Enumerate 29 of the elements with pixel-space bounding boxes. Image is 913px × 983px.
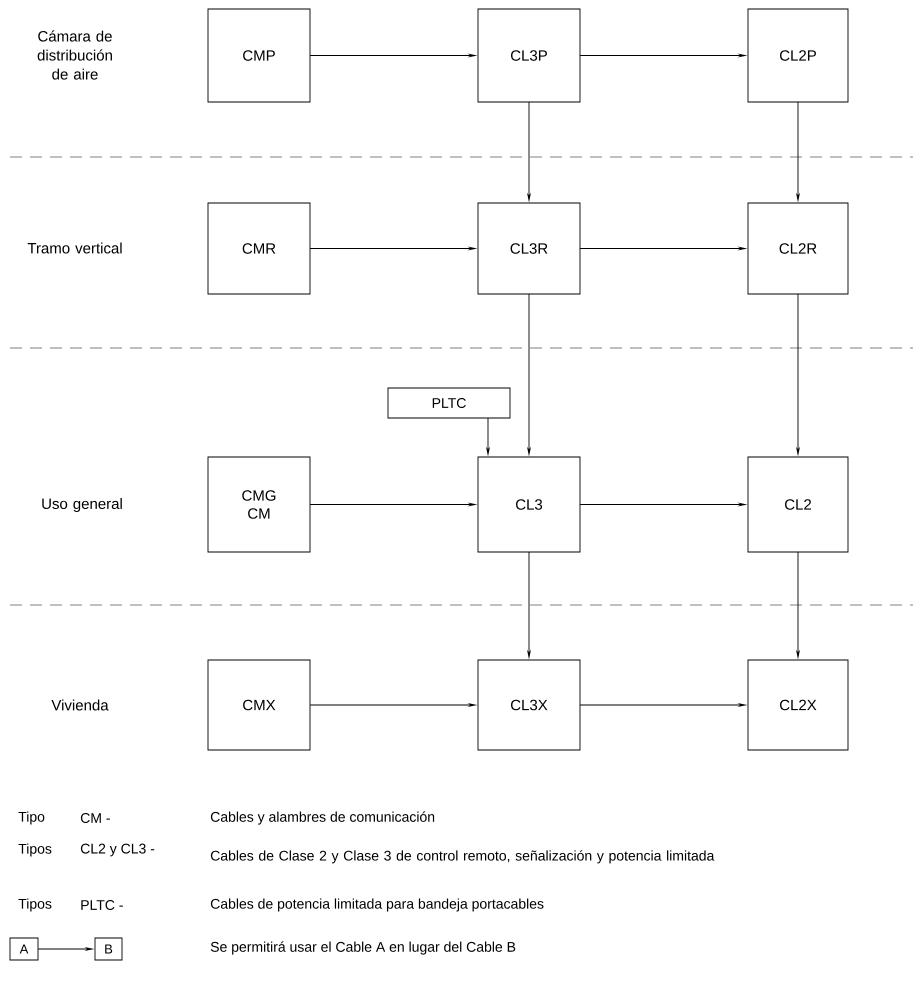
row-label: Uso general (42, 498, 122, 512)
cable-type-box: CMR (208, 202, 310, 294)
legend-description: Cables de Clase 2 y Clase 3 de control remoto, señalización y potencia limitada (210, 850, 714, 864)
legend-term: Tipos (18, 843, 52, 857)
cable-type-box: CL2R (748, 202, 848, 294)
legend-term: Tipo (18, 811, 44, 825)
cable-type-box: CMX (208, 660, 310, 750)
cable-type-box: CMP (208, 8, 310, 102)
cable-type-box: CL2X (748, 660, 848, 750)
row-label: Tramo vertical (28, 242, 122, 254)
legend-term: CM - (80, 813, 110, 823)
legend-term: CL2 y CL3 - (80, 844, 154, 856)
legend-term: PLTC - (81, 900, 123, 910)
legend-description: Se permitirá usar el Cable A en lugar del Cable B (210, 941, 516, 955)
cable-type-box: CL2 (748, 456, 848, 552)
cable-type-box: CL3X (478, 660, 580, 750)
legend-term: Tipos (18, 898, 52, 912)
cable-type-box: PLTC (388, 388, 510, 418)
cable-type-box: CL3P (478, 8, 580, 102)
cable-type-box: CMG CM (208, 456, 310, 552)
legend-description: Cables de potencia limitada para bandeja portacables (210, 898, 544, 912)
row-label: Cámara de distribución de aire (38, 30, 112, 80)
row-label: Vivienda (51, 700, 109, 710)
cable-type-box: CL2P (748, 8, 848, 102)
cable-type-box: CL3R (478, 202, 580, 294)
legend-sample-box: B (94, 938, 122, 960)
cable-type-box: CL3 (478, 456, 580, 552)
legend-sample-box: A (10, 938, 38, 960)
legend-description: Cables y alambres de comunicación (210, 811, 434, 825)
